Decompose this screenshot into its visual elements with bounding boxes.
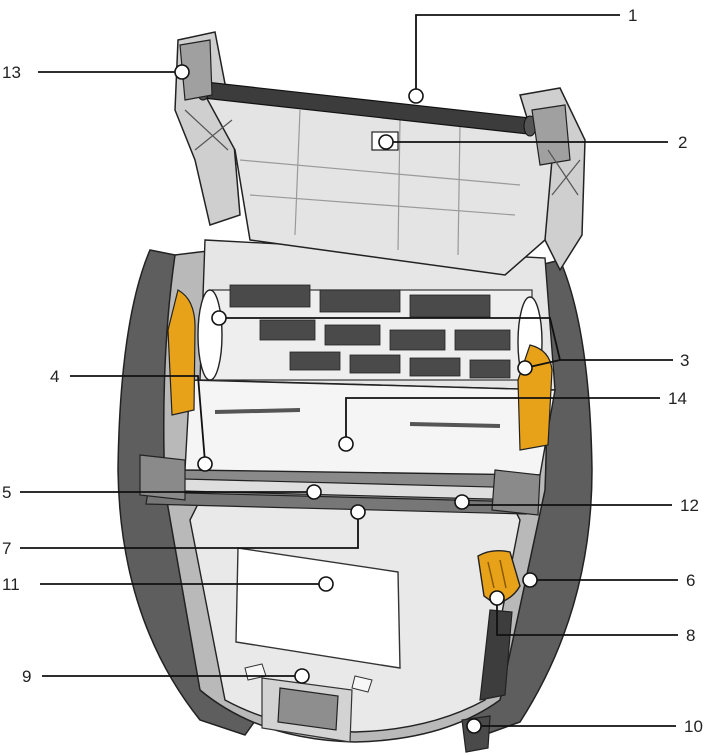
hinge-block-left xyxy=(139,454,186,501)
callout-label-1: 1 xyxy=(628,6,637,25)
callout-dot-10 xyxy=(466,718,482,734)
cover-arm-bracing xyxy=(184,109,581,196)
media-slot xyxy=(214,408,301,414)
callout-label-13: 13 xyxy=(2,63,21,82)
callout-dot-8 xyxy=(489,590,505,606)
callouts: 1 2 3 4 14 xyxy=(2,6,703,736)
callout-9: 9 xyxy=(22,667,310,686)
callout-2: 2 xyxy=(378,133,687,152)
leader-line-4 xyxy=(70,375,206,463)
callout-7: 7 xyxy=(2,504,366,558)
callout-dot-5 xyxy=(306,484,322,500)
compartment-ribs xyxy=(229,284,511,379)
callout-dot-4 xyxy=(197,456,213,472)
leader-line-1 xyxy=(415,14,620,92)
callout-5: 5 xyxy=(2,483,322,502)
callout-dot-6 xyxy=(522,572,538,588)
callout-label-9: 9 xyxy=(22,667,31,686)
callout-label-4: 4 xyxy=(50,367,59,386)
callout-label-12: 12 xyxy=(680,496,699,515)
callout-dot-11 xyxy=(318,576,334,592)
callout-dot-13 xyxy=(174,64,190,80)
callout-1: 1 xyxy=(408,6,637,104)
cover-ribbing xyxy=(239,109,521,256)
callout-dot-9 xyxy=(294,668,310,684)
roll-hub-left xyxy=(197,289,223,381)
leader-line-7 xyxy=(20,518,359,549)
callout-label-10: 10 xyxy=(684,717,703,736)
callout-11: 11 xyxy=(2,575,334,594)
media-cover-open xyxy=(174,31,586,276)
callout-4: 4 xyxy=(50,367,213,472)
callout-12: 12 xyxy=(454,494,699,515)
cover-clip-left xyxy=(179,39,213,101)
callout-10: 10 xyxy=(466,717,703,736)
callout-label-5: 5 xyxy=(2,483,11,502)
callout-13: 13 xyxy=(2,63,190,82)
callout-dot-7 xyxy=(350,504,366,520)
cover-clip-right xyxy=(531,104,571,166)
callout-14: 14 xyxy=(338,389,687,452)
media-slot-right xyxy=(409,422,501,428)
callout-6: 6 xyxy=(522,571,695,590)
callout-dot-3a xyxy=(211,310,227,326)
display-screen xyxy=(235,547,401,669)
callout-label-11: 11 xyxy=(2,575,20,594)
callout-dot-1 xyxy=(408,88,424,104)
callout-label-7: 7 xyxy=(2,539,11,558)
hinge-block-right xyxy=(491,469,541,516)
callout-label-2: 2 xyxy=(678,133,687,152)
leader-line-3 xyxy=(219,317,673,361)
callout-label-14: 14 xyxy=(668,389,687,408)
side-connector-cover xyxy=(479,609,513,701)
printer-illustration xyxy=(117,31,593,753)
nav-button-right xyxy=(351,675,373,693)
callout-label-8: 8 xyxy=(686,626,695,645)
leader-line-14 xyxy=(345,397,660,440)
callout-label-3: 3 xyxy=(680,351,689,370)
callout-dot-12 xyxy=(454,494,470,510)
callout-dot-2 xyxy=(378,134,394,150)
callout-dot-3b xyxy=(517,360,533,376)
media-guide-left xyxy=(167,289,196,416)
callout-3: 3 xyxy=(211,310,689,376)
callout-dot-14 xyxy=(338,436,354,452)
media-compartment xyxy=(139,239,556,516)
callout-label-6: 6 xyxy=(686,571,695,590)
callout-8: 8 xyxy=(489,590,695,645)
nav-center-button xyxy=(277,687,339,731)
leader-line-8 xyxy=(496,604,678,636)
